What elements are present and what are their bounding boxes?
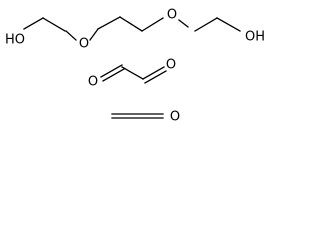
molecule-hydroxymethoxy-ethane: HO O O OH: [5, 8, 265, 52]
atom-label-oxygen: O: [170, 110, 180, 125]
bond: [141, 17, 164, 32]
chemical-structure-diagram: HO O O OH O O O: [5, 8, 265, 125]
bond: [216, 17, 241, 32]
molecule-glyoxal: O O: [88, 58, 176, 90]
atom-label-oxygen: O: [79, 37, 89, 52]
bond: [89, 28, 99, 41]
molecule-formaldehyde: O: [111, 110, 180, 125]
atom-label-oxygen: O: [88, 75, 98, 90]
double-bond: [144, 70, 167, 84]
bond: [42, 17, 66, 32]
bond: [65, 30, 77, 41]
bond: [194, 17, 218, 32]
bond: [97, 16, 121, 30]
atom-label-oxygen: O: [166, 58, 176, 73]
double-bond: [142, 66, 165, 80]
atom-label-oxygen: O: [167, 8, 177, 23]
atom-label-ho: HO: [5, 33, 25, 48]
bond: [119, 16, 143, 32]
double-bond: [100, 64, 123, 78]
bond: [178, 19, 189, 28]
double-bond: [102, 68, 125, 82]
bond: [121, 66, 144, 80]
atom-label-oh: OH: [245, 30, 265, 45]
bond: [23, 17, 44, 30]
